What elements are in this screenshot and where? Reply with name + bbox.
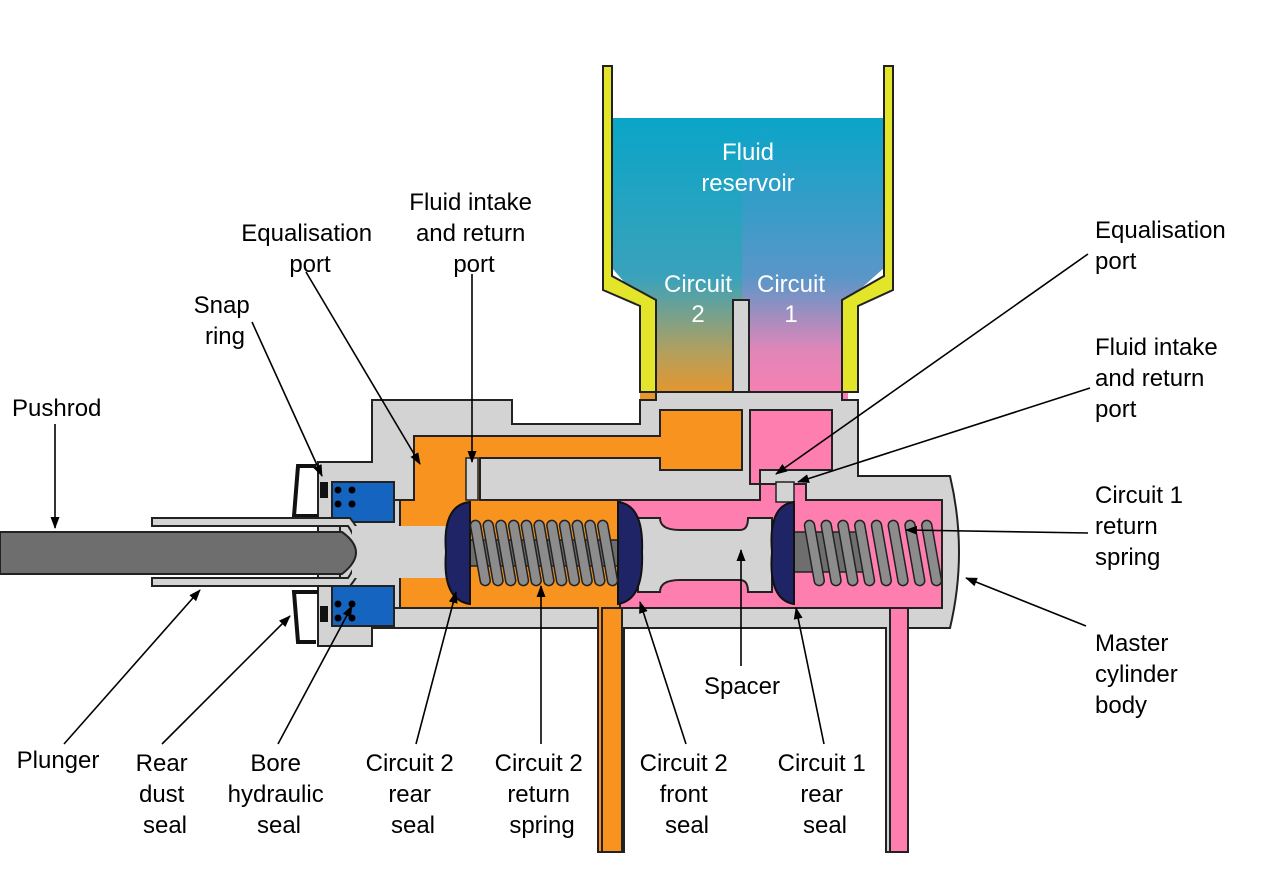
label-fluid-intake-right: Fluid intake and return port: [1095, 334, 1224, 423]
label-bore-hydraulic-seal: Bore hydraulic seal: [228, 750, 331, 839]
circuit1-spring-coil: [870, 519, 892, 587]
leader-lines: [50, 253, 1091, 745]
circuit2-chamber: [395, 409, 743, 853]
label-circuit2-return-spring: Circuit 2 return spring: [495, 750, 590, 839]
label-circuit1-rear-seal: Circuit 1 rear seal: [778, 750, 873, 839]
callout-labels: Pushrod Snap ring Equalisation port Flui…: [12, 189, 1232, 839]
snap-ring: [320, 482, 328, 622]
circuit1-spring-coil: [887, 519, 909, 587]
circuit1-spring-coil: [854, 519, 876, 587]
circuit2-spring-coil: [533, 519, 555, 587]
circuit1-spring-coil: [837, 519, 859, 587]
bore-hydraulic-seal: [331, 481, 395, 627]
circuit2-spring-coil: [584, 519, 606, 587]
label-pushrod: Pushrod: [12, 395, 101, 422]
label-spacer: Spacer: [704, 673, 780, 700]
reservoir-title-line1: Fluid: [722, 139, 774, 166]
label-fluid-intake-left: Fluid intake and return port: [409, 189, 538, 278]
label-master-cylinder-body: Master cylinder body: [1095, 630, 1184, 719]
label-rear-dust-seal: Rear dust seal: [136, 750, 195, 839]
circuit1-rear-seal: [770, 500, 795, 606]
circuit2-spring-coil: [597, 519, 619, 587]
circuit2-spring-coil: [482, 519, 504, 587]
circuit1-spring-coil: [904, 519, 926, 587]
circuit1-return-spring: [803, 519, 943, 587]
label-circuit2-rear-seal: Circuit 2 rear seal: [366, 750, 461, 839]
circuit2-spring-coil: [469, 519, 491, 587]
reservoir-wall-right: [841, 65, 894, 393]
circuit2-spring-coil: [571, 519, 593, 587]
label-snap-ring: Snap ring: [194, 292, 257, 350]
circuit1-spring-coil: [820, 519, 842, 587]
plunger: [151, 517, 448, 587]
reservoir-title-line2: reservoir: [701, 170, 794, 197]
label-circuit2-front-seal: Circuit 2 front seal: [640, 750, 735, 839]
circuit2-outlet: [601, 607, 623, 853]
label-plunger: Plunger: [17, 747, 100, 774]
label-equalisation-port-left: Equalisation port: [241, 220, 378, 278]
reservoir-circuit2-line2: 2: [691, 301, 704, 328]
circuit2-rear-seal: [444, 500, 471, 606]
reservoir-circuit1-line1: Circuit: [757, 271, 825, 298]
reservoir-labels: Fluid reservoir Circuit 2 Circuit 1: [664, 139, 825, 328]
rear-dust-seal: [291, 464, 318, 644]
circuit1-spring-coil: [803, 519, 825, 587]
circuit2-spring-coil: [507, 519, 530, 587]
circuit2-front-seal: [617, 500, 644, 606]
label-equalisation-port-right: Equalisation port: [1095, 217, 1232, 275]
pushrod: [0, 531, 357, 575]
reservoir-circuit1-line2: 1: [784, 301, 797, 328]
reservoir-circuit2-line1: Circuit: [664, 271, 732, 298]
label-circuit1-return-spring: Circuit 1 return spring: [1095, 482, 1190, 571]
circuit2-return-spring: [469, 519, 619, 587]
circuit1-spring-coil: [921, 519, 943, 587]
circuit2-spring-coil: [495, 519, 517, 587]
circuit1-outlet: [889, 607, 909, 853]
circuit2-spring-coil: [558, 519, 581, 587]
spacer: [637, 517, 773, 593]
circuit2-spring-coil: [546, 519, 568, 587]
